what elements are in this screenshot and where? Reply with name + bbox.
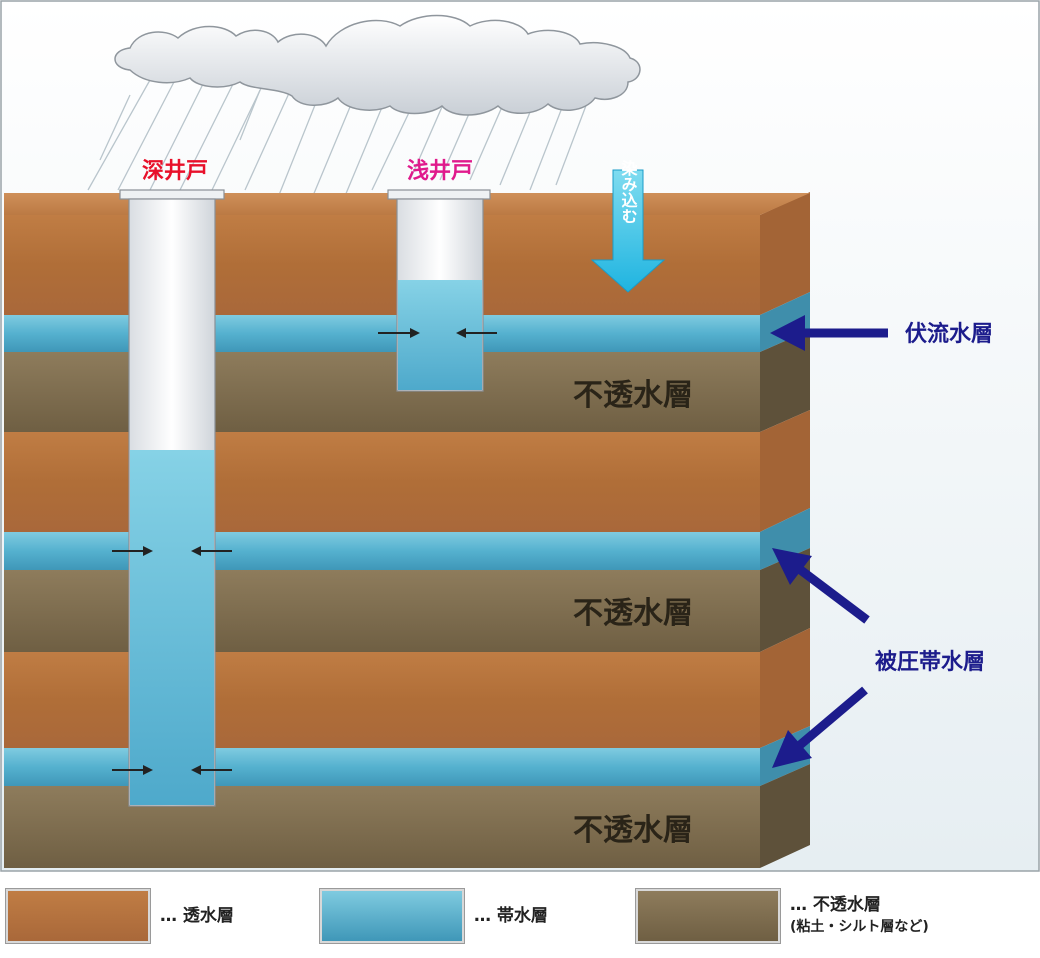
shallow-well-cap: [387, 189, 491, 200]
deep-well-water: [130, 450, 214, 805]
confined-aquifer-2: [4, 748, 760, 786]
cloud: [114, 14, 641, 116]
permeable-legend-label: … 透水層: [160, 906, 234, 926]
unconfined-aquifer-label: 伏流水層: [905, 321, 993, 347]
shallow-well: [378, 189, 497, 392]
impermeable-label-1: 不透水層: [573, 378, 693, 413]
aquifer-legend-label: … 帯水層: [474, 906, 548, 926]
legend: … 透水層 … 帯水層 … 不透水層 (粘土・シルト層など): [0, 876, 1040, 958]
aquifer-arrows: [770, 315, 888, 768]
impermeable-legend-note: (粘土・シルト層など): [790, 919, 929, 935]
layers-front: [4, 215, 760, 868]
impermeable-legend-text: … 不透水層 (粘土・シルト層など): [790, 894, 929, 938]
impermeable-swatch: [636, 889, 780, 943]
permeable-swatch: [6, 889, 150, 943]
aquifer-swatch: [320, 889, 464, 943]
infiltration-arrow: 染み込む: [590, 159, 666, 293]
confined-aquifer-label: 被圧帯水層: [875, 649, 985, 675]
impermeable-legend-label: … 不透水層: [790, 895, 881, 915]
shallow-well-label: 浅井戸: [407, 159, 473, 184]
permeable-layer-3: [4, 652, 760, 748]
deep-well-label: 深井戸: [142, 159, 208, 184]
infiltration-label: 染み込む: [619, 159, 639, 224]
impermeable-label-3: 不透水層: [573, 813, 693, 848]
shallow-well-water: [398, 280, 482, 390]
block-side: [760, 192, 810, 868]
groundwater-diagram: 深井戸 浅井戸 染み込む 不透水層 不透水層 不透水層 伏流水層 被圧帯水層: [0, 0, 1040, 872]
rain: [87, 79, 591, 221]
legend-item-impermeable: … 不透水層 (粘土・シルト層など): [636, 886, 929, 946]
deep-well-cap: [119, 189, 225, 200]
deep-well: [112, 189, 232, 807]
legend-item-aquifer: … 帯水層: [320, 886, 548, 946]
legend-item-permeable: … 透水層: [6, 886, 234, 946]
permeable-layer-2: [4, 432, 760, 532]
impermeable-label-2: 不透水層: [573, 596, 693, 631]
